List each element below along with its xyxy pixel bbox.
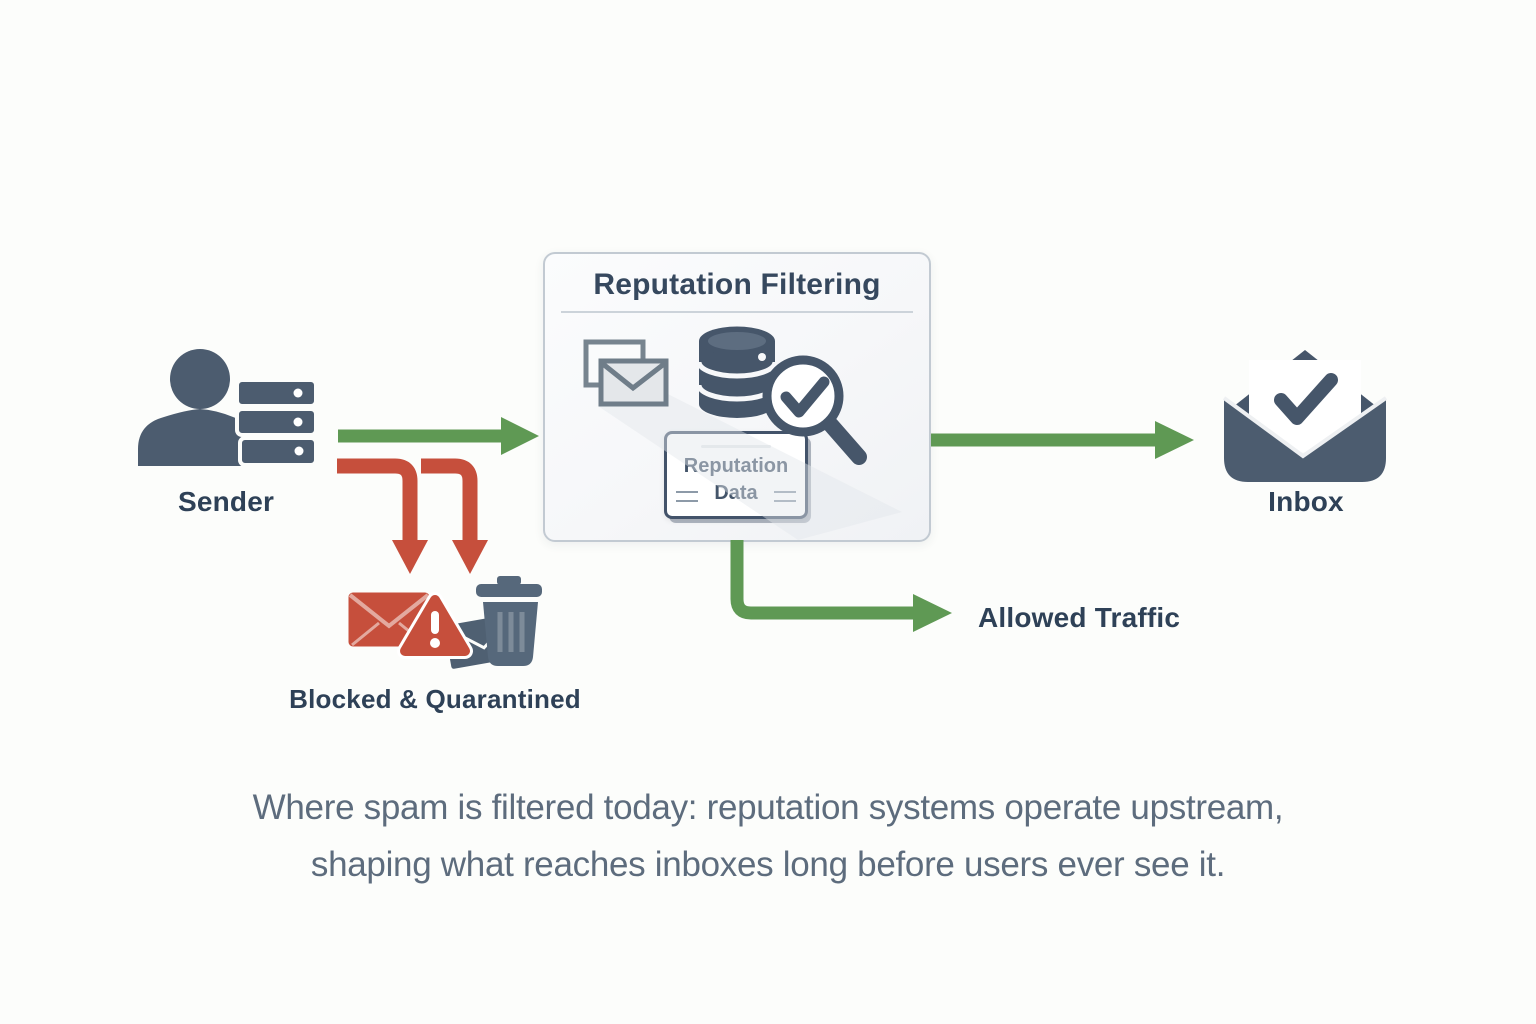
card-top-line [701,445,771,448]
detail-lines-right [774,491,796,502]
filter-box-divider [561,311,913,313]
filter-box-title: Reputation Filtering [593,268,881,301]
sender-label: Sender [177,486,275,517]
flow-filter-to-allowed [730,540,952,632]
blocked-mail-icon [345,589,433,650]
detail-lines-left [676,491,698,502]
inbox-label: Inbox [1268,486,1344,517]
blocked-quarantined-label: Blocked & Quarantined [289,684,581,714]
warning-icon [397,592,473,659]
allowed-traffic-label: Allowed Traffic [978,602,1181,633]
flow-filter-to-inbox [931,421,1194,459]
inbox-envelope-icon [1222,350,1388,482]
flow-sender-to-blocked [337,458,488,574]
server-stack-icon [235,378,318,467]
quarantine-mail-icon [441,610,525,672]
caption-line-2: shaping what reaches inboxes long before… [310,845,1226,884]
reputation-data-label: Reputation Data [683,455,789,504]
caption: Where spam is filtered today: reputation… [0,779,1536,893]
flow-sender-to-filter [338,417,539,455]
trash-icon [476,576,542,666]
sender-user-icon [138,349,259,466]
caption-line-1: Where spam is filtered today: reputation… [252,788,1284,827]
reputation-data-card: Reputation Data [664,431,808,519]
